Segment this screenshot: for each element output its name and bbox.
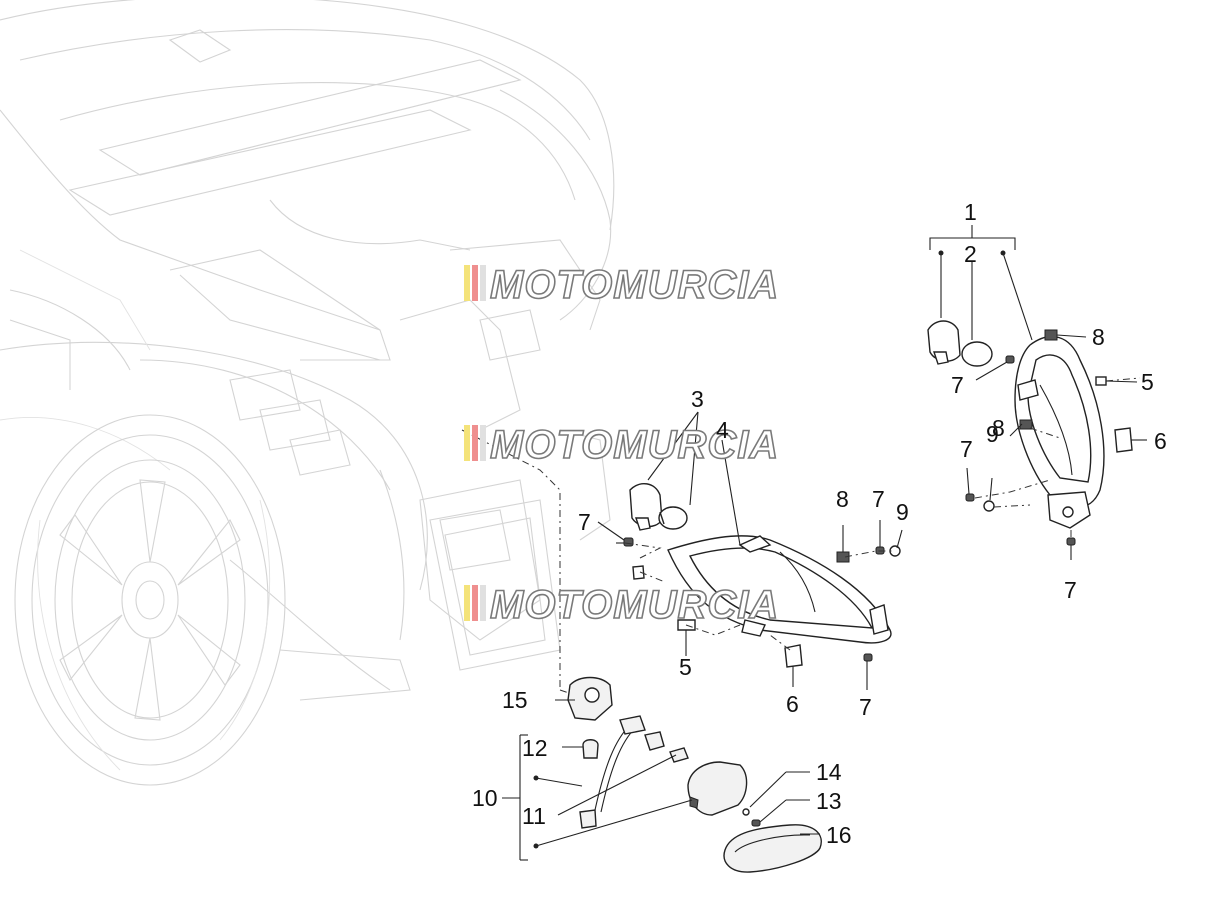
callout-10: 10 — [472, 785, 498, 811]
watermark-1: MOTOMURCIA — [464, 262, 779, 308]
callout-5-right: 5 — [1141, 369, 1154, 395]
callout-1: 1 — [964, 199, 977, 225]
callout-7-e: 7 — [960, 436, 973, 462]
lower-parts — [502, 676, 822, 873]
callout-7-c: 7 — [859, 694, 872, 720]
callout-2: 2 — [964, 241, 977, 267]
callout-16: 16 — [826, 822, 852, 848]
scooter-rear-ghost — [0, 0, 615, 701]
callout-5-left: 5 — [679, 654, 692, 680]
callout-7-b: 7 — [872, 486, 885, 512]
callout-7-d: 7 — [951, 372, 964, 398]
watermark-text: MOTOMURCIA — [490, 423, 779, 467]
tail-light-right — [1014, 335, 1133, 529]
watermark-3: MOTOMURCIA — [464, 582, 779, 628]
tail-light-left — [667, 535, 892, 644]
bracket-1 — [929, 225, 1033, 341]
callout-8-b: 8 — [1092, 324, 1105, 350]
bulb-socket-2 — [927, 320, 993, 367]
callout-6-left: 6 — [786, 691, 799, 717]
callout-13: 13 — [816, 788, 842, 814]
callout-labels: 1 2 3 4 5 5 6 6 7 7 7 7 7 7 8 8 8 9 9 10… — [472, 199, 1167, 848]
callout-8-c: 8 — [992, 415, 1005, 441]
callout-11: 11 — [522, 803, 546, 829]
callout-7-f: 7 — [1064, 577, 1077, 603]
assembly-lines-left — [461, 429, 893, 696]
watermark-text: MOTOMURCIA — [490, 263, 779, 307]
callout-4: 4 — [716, 417, 729, 443]
leader-lines — [597, 334, 1147, 690]
callout-3: 3 — [691, 386, 704, 412]
callout-14: 14 — [816, 759, 842, 785]
callout-6-right: 6 — [1154, 428, 1167, 454]
callout-15: 15 — [502, 687, 528, 713]
bulb-socket-3 — [629, 483, 688, 531]
watermark-2: MOTOMURCIA — [464, 422, 779, 468]
assembly-lines-right — [974, 377, 1141, 538]
callout-9-a: 9 — [896, 499, 909, 525]
callout-8-a: 8 — [836, 486, 849, 512]
watermark-text: MOTOMURCIA — [490, 583, 779, 627]
callout-12: 12 — [522, 735, 548, 761]
callout-9-b: 9 — [986, 421, 999, 447]
wheel-ghost — [14, 414, 286, 786]
callout-7-a: 7 — [578, 509, 591, 535]
